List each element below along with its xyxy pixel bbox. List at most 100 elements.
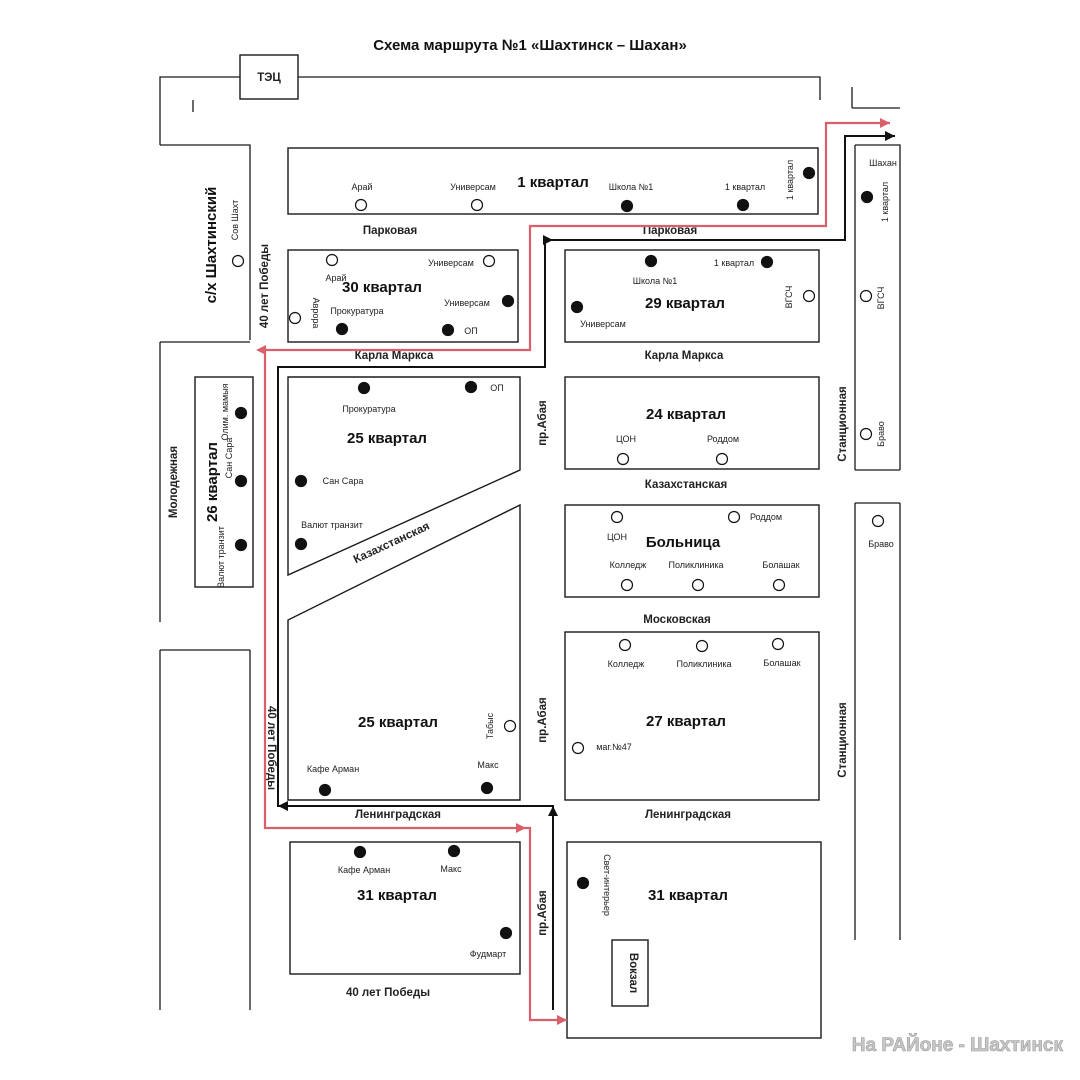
stop-label-q29-univ: Универсам bbox=[580, 319, 626, 329]
stop-label-q1-kv: 1 квартал bbox=[725, 182, 765, 192]
stop-marker-h-bolashak bbox=[772, 578, 786, 592]
block-25-kvartal-north bbox=[287, 376, 521, 577]
stop-marker-e-vgsch bbox=[859, 289, 873, 303]
street-40-let-pobedy-south: 40 лет Победы bbox=[346, 987, 430, 999]
block-31-kvartal-west bbox=[289, 841, 521, 975]
map-title: Схема маршрута №1 «Шахтинск – Шахан» bbox=[373, 37, 687, 54]
stop-marker-q31-svet bbox=[576, 876, 590, 890]
stop-label-q25b-tabys: Табыс bbox=[485, 712, 495, 739]
stop-label-e-vgsch: ВГСЧ bbox=[876, 287, 886, 310]
stop-marker-q26-olimp bbox=[234, 406, 248, 420]
stop-marker-q29-shkola bbox=[644, 254, 658, 268]
street-40-let-pobedy-mid: 40 лет Победы bbox=[265, 706, 277, 790]
stop-marker-q1-shkola bbox=[620, 199, 634, 213]
stop-label-e-bravo-1: Браво bbox=[876, 421, 886, 447]
stop-label-h-bolashak: Болашак bbox=[762, 560, 799, 570]
stop-marker-q31-fudmart bbox=[499, 926, 513, 940]
stop-marker-q27-bolashak bbox=[771, 637, 785, 651]
stop-label-q30-univ-f: Универсам bbox=[444, 298, 490, 308]
stop-label-q29-shkola: Школа №1 bbox=[633, 276, 678, 286]
stop-label-q31-maks: Макс bbox=[440, 864, 462, 874]
district-30: 30 квартал bbox=[342, 279, 422, 296]
stop-label-q30-aray: Арай bbox=[325, 273, 346, 283]
stop-marker-q24-tson bbox=[616, 452, 630, 466]
stop-marker-q29-kv bbox=[760, 255, 774, 269]
stop-marker-q30-univ-o bbox=[482, 254, 496, 268]
stop-labels: Сов Шахт Арай Универсам Школа №1 1 кварт… bbox=[216, 158, 897, 959]
street-parkovaya-east: Парковая bbox=[643, 225, 697, 237]
stop-marker-q25-sansara bbox=[294, 474, 308, 488]
block-27-kvartal bbox=[564, 631, 820, 801]
street-abaya-3: пр.Абая bbox=[537, 890, 549, 936]
stop-marker-q25b-kafe bbox=[318, 783, 332, 797]
stop-marker-q25-valyut bbox=[294, 537, 308, 551]
district-29: 29 квартал bbox=[645, 295, 725, 312]
stop-marker-q31-maks bbox=[447, 844, 461, 858]
stop-marker-q26-valyut bbox=[234, 538, 248, 552]
stop-label-q25-prok: Прокуратура bbox=[342, 404, 395, 414]
vokzal-label: Вокзал bbox=[627, 953, 639, 993]
stop-label-e-bravo-2: Браво bbox=[868, 539, 894, 549]
street-abaya-2: пр.Абая bbox=[537, 697, 549, 743]
stop-marker-sov-shakht bbox=[231, 254, 245, 268]
stop-marker-e-bravo-1 bbox=[859, 427, 873, 441]
street-molodezhnaya: Молодежная bbox=[168, 446, 180, 518]
street-leningradskaya-west: Ленинградская bbox=[355, 809, 441, 821]
stop-label-q25b-kafe: Кафе Арман bbox=[307, 764, 359, 774]
block-25-kvartal-south bbox=[287, 503, 521, 801]
stop-label-q27-poli: Поликлиника bbox=[676, 659, 731, 669]
block-30-kvartal bbox=[287, 249, 519, 343]
district-26: 26 квартал bbox=[204, 442, 221, 522]
block-29-kvartal bbox=[564, 249, 820, 343]
block-24-kvartal bbox=[564, 376, 820, 470]
stop-marker-q25-prok bbox=[357, 381, 371, 395]
stop-label-q29-kv: 1 квартал bbox=[714, 258, 754, 268]
stop-marker-q27-mag bbox=[571, 741, 585, 755]
stop-marker-h-poli bbox=[691, 578, 705, 592]
district-24: 24 квартал bbox=[646, 406, 726, 423]
stop-marker-q27-poli bbox=[695, 639, 709, 653]
district-shakhtinsky: с/х Шахтинский bbox=[203, 187, 220, 304]
district-1: 1 квартал bbox=[517, 174, 589, 191]
stop-label-q26-olimp: Олим. мамыя bbox=[220, 383, 230, 440]
stop-label-q27-mag: маг.№47 bbox=[596, 742, 632, 752]
stop-label-shakhan-kv: 1 квартал bbox=[880, 182, 890, 222]
vokzal-building: Вокзал bbox=[611, 939, 649, 1007]
stop-marker-q30-prok bbox=[335, 322, 349, 336]
stop-label-q1-aray: Арай bbox=[351, 182, 372, 192]
stop-marker-q25-op bbox=[464, 380, 478, 394]
district-31-east: 31 квартал bbox=[648, 887, 728, 904]
stop-marker-h-roddom bbox=[727, 510, 741, 524]
block-31-kvartal-east bbox=[566, 841, 822, 1039]
stop-marker-h-tson bbox=[610, 510, 624, 524]
street-leningradskaya-east: Ленинградская bbox=[645, 809, 731, 821]
stop-label-q26-san: Сан Сара bbox=[224, 438, 234, 479]
stop-label-q25b-maks: Макс bbox=[477, 760, 499, 770]
stop-label-h-roddom: Роддом bbox=[750, 512, 782, 522]
stop-marker-q1-kv-v bbox=[802, 166, 816, 180]
stop-marker-q1-aray bbox=[354, 198, 368, 212]
district-names: 1 квартал 30 квартал 29 квартал 25 кварт… bbox=[203, 174, 728, 904]
stop-marker-q27-kolledzh bbox=[618, 638, 632, 652]
street-kazakhstanskaya-east: Казахстанская bbox=[645, 479, 727, 491]
stop-marker-q30-aray bbox=[325, 253, 339, 267]
district-25-south: 25 квартал bbox=[358, 714, 438, 731]
stop-marker-e-bravo-2 bbox=[871, 514, 885, 528]
stop-marker-q25b-tabys bbox=[503, 719, 517, 733]
stop-marker-q25b-maks bbox=[480, 781, 494, 795]
stop-label-q27-bolashak: Болашак bbox=[763, 658, 800, 668]
stop-label-q1-univ: Универсам bbox=[450, 182, 496, 192]
stop-label-q25-valyut: Валют транзит bbox=[301, 520, 363, 530]
district-hospital: Больница bbox=[646, 534, 721, 551]
street-stantsionnaya-2: Станционная bbox=[837, 702, 849, 777]
stop-label-q30-avrora: Аврора bbox=[311, 298, 321, 329]
stop-label-q30-op: ОП bbox=[464, 326, 477, 336]
stop-label-shakhan: Шахан bbox=[869, 158, 897, 168]
stop-label-h-poli: Поликлиника bbox=[668, 560, 723, 570]
stop-label-q31-svet: Свет-интерьер bbox=[602, 854, 612, 916]
stop-label-q24-tson: ЦОН bbox=[616, 434, 636, 444]
stop-label-q1-shkola: Школа №1 bbox=[609, 182, 654, 192]
stop-label-q24-roddom: Роддом bbox=[707, 434, 739, 444]
stop-marker-q29-univ bbox=[570, 300, 584, 314]
stop-marker-q30-avrora bbox=[288, 311, 302, 325]
